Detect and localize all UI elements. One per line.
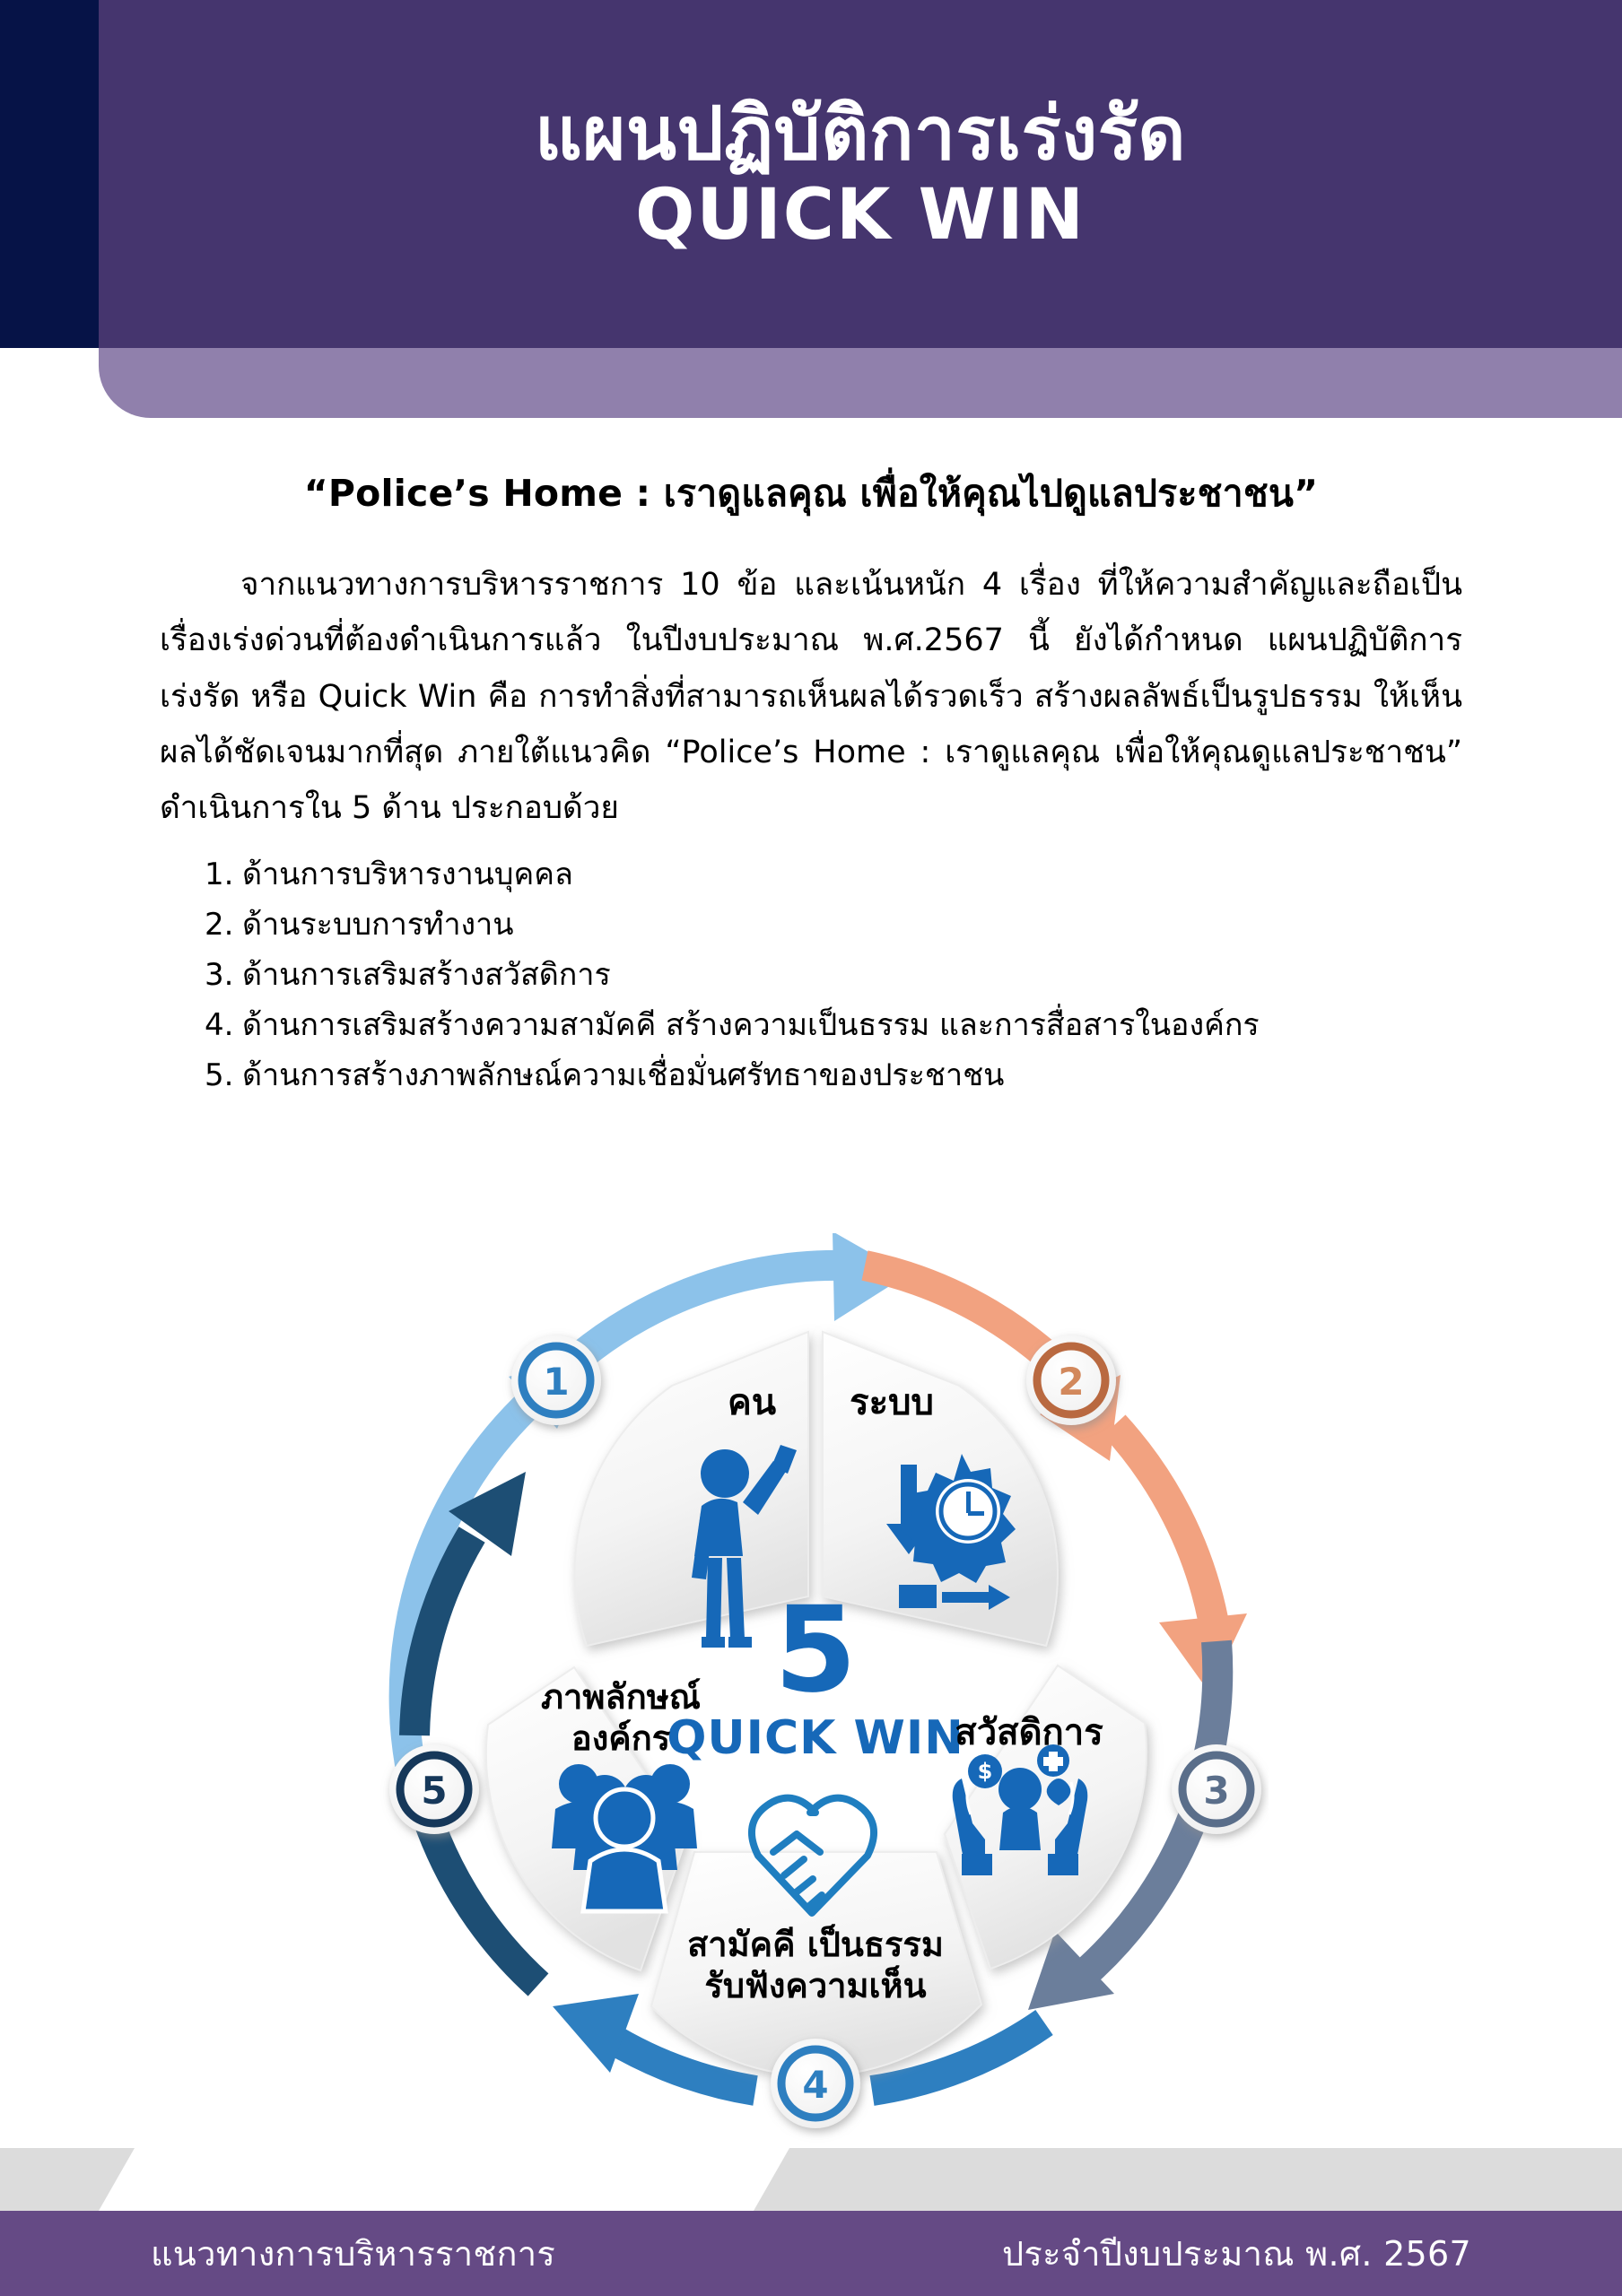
cycle-arrow-5 <box>399 1472 549 1996</box>
header-accent-band <box>99 348 1622 418</box>
footer-left-text: แนวทางการบริหารราชการ <box>151 2234 556 2274</box>
list-item-number: 5. <box>205 1057 234 1094</box>
list-item-number: 2. <box>205 907 234 944</box>
svg-text:4: 4 <box>802 2063 828 2107</box>
segment-3-label: สวัสดิการ <box>955 1712 1103 1753</box>
gear-clock-icon <box>886 1454 1016 1610</box>
badge-1[interactable]: 1 <box>511 1335 601 1425</box>
title-line-english: QUICK WIN <box>635 175 1086 257</box>
segment-2-label: ระบบ <box>850 1382 934 1423</box>
page-header: แผนปฏิบัติการเร่งรัด QUICK WIN <box>0 0 1622 422</box>
svg-text:1: 1 <box>543 1360 569 1404</box>
cycle-arrow-4 <box>553 1994 1053 2106</box>
footer-notch-shape <box>99 2148 789 2211</box>
segment-4-label-line1: สามัคคี เป็นธรรม <box>687 1924 944 1964</box>
list-item-text: ด้านการเสริมสร้างความสามัคคี สร้างความเป… <box>242 1007 1260 1044</box>
list-item: 3.ด้านการเสริมสร้างสวัสดิการ <box>205 960 1622 990</box>
badge-5[interactable]: 5 <box>389 1744 479 1834</box>
caring-hands-welfare-icon: $ <box>952 1744 1088 1875</box>
quick-win-cycle-diagram: $ 5 QUICK WIN คน ระบบ สวัสดิการ สา <box>362 1233 1269 2184</box>
list-item: 2.ด้านระบบการทำงาน <box>205 909 1622 940</box>
main-content: “Police’s Home : เราดูแลคุณ เพื่อให้คุณไ… <box>0 422 1622 1110</box>
paragraph-text: จากแนวทางการบริหารราชการ 10 ข้อ และเน้นห… <box>160 567 1462 827</box>
footer-right-text: ประจำปีงบประมาณ พ.ศ. 2567 <box>1001 2234 1471 2274</box>
list-item-text: ด้านการบริหารงานบุคคล <box>242 857 573 893</box>
segment-5-label-line2: องค์กร <box>571 1718 671 1758</box>
segment-1-label: คน <box>728 1382 776 1423</box>
page-footer: แนวทางการบริหารราชการ ประจำปีงบประมาณ พ.… <box>0 2211 1622 2296</box>
list-item-text: ด้านการเสริมสร้างสวัสดิการ <box>242 957 611 994</box>
svg-text:$: $ <box>978 1759 993 1784</box>
list-item: 5.ด้านการสร้างภาพลักษณ์ความเชื่อมั่นศรัท… <box>205 1060 1622 1091</box>
svg-text:3: 3 <box>1203 1769 1229 1813</box>
page-title: แผนปฏิบัติการเร่งรัด QUICK WIN <box>99 0 1622 348</box>
title-line-thai: แผนปฏิบัติการเร่งรัด <box>534 91 1186 177</box>
svg-text:2: 2 <box>1058 1360 1084 1404</box>
list-item: 4.ด้านการเสริมสร้างความสามัคคี สร้างความ… <box>205 1010 1622 1040</box>
badge-4[interactable]: 4 <box>771 2039 860 2128</box>
intro-paragraph: จากแนวทางการบริหารราชการ 10 ข้อ และเน้นห… <box>160 557 1462 836</box>
list-item-number: 1. <box>205 857 234 893</box>
slogan-quote: “Police’s Home : เราดูแลคุณ เพื่อให้คุณไ… <box>303 472 1319 515</box>
list-item-number: 3. <box>205 957 234 994</box>
center-subtitle: QUICK WIN <box>667 1711 964 1765</box>
handshake-heart-icon <box>748 1794 877 1917</box>
group-of-people-icon <box>552 1764 697 1914</box>
list-item-number: 4. <box>205 1007 234 1044</box>
badge-2[interactable]: 2 <box>1026 1335 1116 1425</box>
svg-text:5: 5 <box>421 1769 447 1813</box>
list-item: 1.ด้านการบริหารงานบุคคล <box>205 859 1622 890</box>
segment-4-label-line2: รับฟังความเห็น <box>704 1965 926 2005</box>
person-raising-hand-icon <box>692 1445 797 1648</box>
list-item-text: ด้านระบบการทำงาน <box>242 907 514 944</box>
segment-3[interactable] <box>943 1664 1147 1970</box>
badge-3[interactable]: 3 <box>1172 1744 1261 1834</box>
list-item-text: ด้านการสร้างภาพลักษณ์ความเชื่อมั่นศรัทธา… <box>242 1057 1005 1094</box>
header-navy-strip <box>0 0 99 348</box>
header-purple-block <box>99 0 1622 348</box>
footer-gray-strip <box>0 2148 1622 2211</box>
segment-1[interactable] <box>573 1330 809 1648</box>
center-number: 5 <box>774 1581 857 1719</box>
segment-5-label-line1: ภาพลักษณ์ <box>541 1677 701 1717</box>
